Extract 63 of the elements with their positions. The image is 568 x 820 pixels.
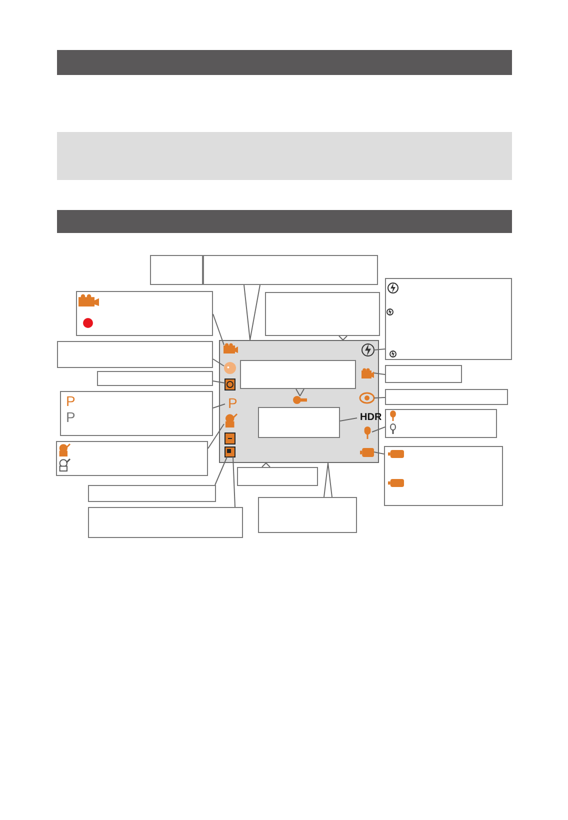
signal-icon	[360, 393, 374, 403]
callout-box	[265, 292, 380, 336]
callout-box	[76, 291, 213, 336]
callout-box	[88, 507, 243, 538]
clock-icon	[225, 379, 235, 390]
face-icon	[224, 362, 236, 374]
microphone-icon	[389, 424, 397, 434]
callout-box	[88, 485, 216, 502]
leader-line	[296, 388, 304, 396]
leader-line	[338, 336, 348, 340]
callout-box	[385, 278, 512, 360]
mode-letter: P	[63, 394, 78, 408]
camera-icon	[224, 343, 238, 353]
callout-box	[258, 497, 357, 533]
leader-line	[340, 418, 358, 422]
leader-line	[374, 372, 386, 375]
leader-line	[244, 284, 260, 340]
leader-line	[374, 452, 384, 454]
callout-box	[258, 407, 340, 438]
leader-line	[212, 404, 226, 408]
leader-line	[208, 424, 224, 449]
dot-icon	[83, 318, 93, 328]
battery-icon	[388, 450, 404, 458]
leader-line	[374, 397, 386, 398]
leader-line	[212, 358, 224, 366]
callout-box	[150, 255, 203, 285]
callout-box	[385, 365, 462, 383]
leader-line	[372, 426, 386, 432]
person-microphone-icon	[58, 444, 70, 456]
callout-box	[97, 371, 213, 386]
leader-line	[232, 456, 236, 508]
battery-icon	[388, 479, 404, 487]
callout-box	[57, 341, 213, 368]
microphone-icon	[363, 427, 372, 439]
leader-line	[212, 314, 224, 346]
card-icon	[225, 447, 235, 457]
leader-line	[262, 462, 270, 468]
callout-box	[203, 255, 378, 285]
person-microphone-icon	[58, 459, 70, 471]
mode-letter: P	[63, 410, 78, 424]
callout-box	[60, 391, 213, 436]
callout-box	[237, 467, 318, 486]
callout-box	[385, 389, 508, 405]
callout-box	[56, 441, 208, 476]
callout-box	[385, 409, 497, 438]
flash-icon	[387, 308, 393, 316]
leader-line	[324, 462, 332, 498]
leader-line	[214, 456, 228, 486]
battery-icon	[360, 448, 374, 457]
callout-box	[384, 446, 503, 506]
camera-icon	[79, 294, 99, 306]
key-icon	[293, 396, 307, 404]
camera-icon	[362, 368, 374, 378]
exposure-icon	[225, 433, 235, 444]
flash-icon	[390, 350, 396, 358]
flash-icon	[388, 283, 398, 293]
callout-box	[240, 360, 356, 389]
leader-line	[212, 380, 226, 384]
microphone-icon	[389, 411, 397, 421]
mode-letter: P	[225, 396, 240, 410]
flash-icon	[362, 344, 374, 356]
person-microphone-icon	[224, 414, 237, 427]
leader-line	[374, 348, 386, 350]
